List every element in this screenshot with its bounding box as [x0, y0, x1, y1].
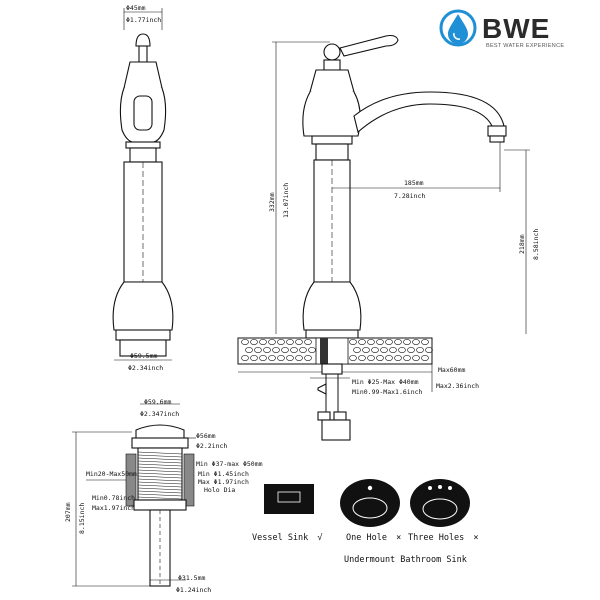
drain-hole-dia-label: Holo Dia — [204, 486, 235, 494]
front-height-in: 13.07inch — [282, 183, 290, 218]
sink-compatibility: Vessel Sink √ One Hole × Three Holes × U… — [252, 479, 479, 565]
drain-height-in: 8.15inch — [78, 503, 86, 534]
drain-top-diameter-mm: Φ59.6mm — [144, 398, 171, 406]
deck-thickness-in: Max2.36inch — [436, 382, 479, 390]
front-height-mm: 332mm — [268, 192, 276, 212]
drain-thickness-in-max: Max1.97inch — [92, 504, 135, 512]
spout-reach-mm: 185mm — [404, 179, 424, 187]
water-drop-icon — [439, 9, 477, 47]
brand-tagline: BEST WATER EXPERIENCE — [486, 43, 564, 49]
one-hole-label: One Hole × — [346, 533, 401, 543]
hole-range-mm: Min Φ25-Max Φ40mm — [352, 378, 419, 386]
drain-body-diameter-in: Φ2.2inch — [196, 442, 227, 450]
faucet-front-view: 332mm 13.07inch 185mm 7.28inch 218mm 8.5… — [237, 34, 540, 441]
drain-hole-dia-in-max: Max Φ1.97inch — [198, 478, 249, 486]
side-top-diameter-in: Φ1.77inch — [126, 16, 161, 24]
vessel-sink-icon — [264, 484, 314, 514]
drain-tail-diameter-mm: Φ31.5mm — [178, 574, 205, 582]
vessel-sink-label: Vessel Sink √ — [252, 533, 323, 543]
side-top-diameter-mm: Φ45mm — [126, 4, 146, 12]
three-holes-sink-icon — [410, 479, 470, 527]
drain-thickness-in-min: Min0.78inch — [92, 494, 135, 502]
three-holes-label: Three Holes × — [408, 533, 479, 543]
spout-reach-in: 7.28inch — [394, 192, 425, 200]
drain-tail-diameter-in: Φ1.24inch — [176, 586, 211, 594]
faucet-side-view: Φ45mm Φ1.77inch Φ59.5mm Φ2.34inch — [112, 4, 174, 372]
spout-height-in: 8.58inch — [532, 229, 540, 260]
side-base-diameter-mm: Φ59.5mm — [130, 352, 157, 360]
drain-hole-dia-mm: Min Φ37-max Φ50mm — [196, 460, 263, 468]
spout-height-mm: 218mm — [518, 234, 526, 254]
drain-height-mm: 207mm — [64, 502, 72, 522]
drain-hole-dia-in-min: Min Φ1.45inch — [198, 470, 249, 478]
drain-top-diameter-in: Φ2.347inch — [140, 410, 179, 418]
drain-body-diameter-mm: Φ56mm — [196, 432, 216, 440]
drain-assembly: Φ59.6mm Φ2.347inch Φ56mm Φ2.2inch Min Φ3… — [64, 398, 263, 594]
sink-caption: Undermount Bathroom Sink — [344, 555, 467, 565]
one-hole-sink-icon — [340, 479, 400, 527]
brand-logo: BWE BEST WATER EXPERIENCE — [439, 9, 564, 49]
hole-range-in: Min0.99-Max1.6inch — [352, 388, 423, 396]
drain-thickness-mm: Min20-Max50mm — [86, 470, 137, 478]
brand-name: BWE — [482, 13, 550, 44]
side-base-diameter-in: Φ2.34inch — [128, 364, 163, 372]
deck-thickness-mm: Max60mm — [438, 366, 465, 374]
